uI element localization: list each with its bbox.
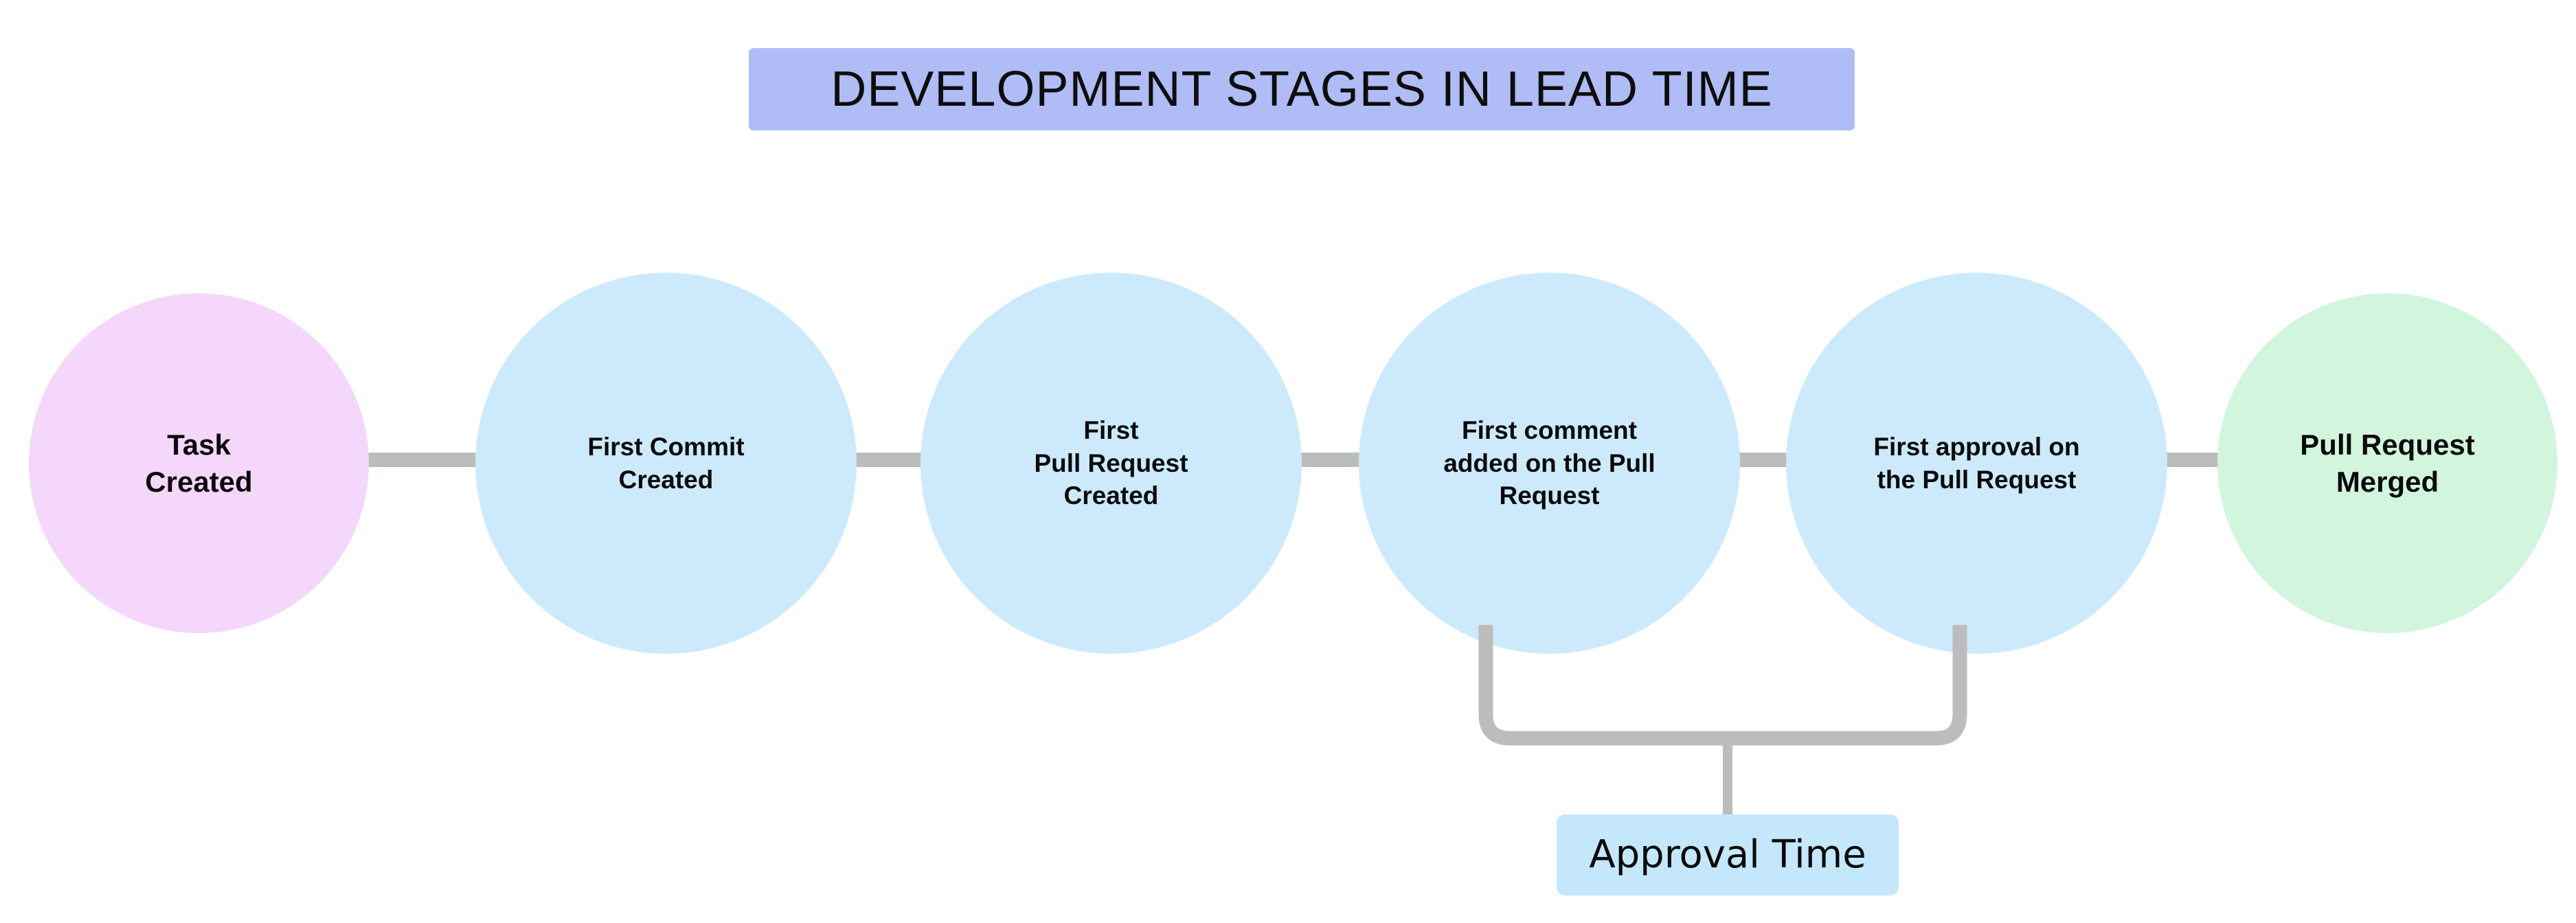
node-pull-request-merged[interactable]: Pull Request Merged (2217, 293, 2557, 633)
node-first-commit-created[interactable]: First Commit Created (475, 273, 857, 654)
node-first-comment-on-pull-request[interactable]: First comment added on the Pull Request (1359, 273, 1740, 654)
approval-time-label: Approval Time (1589, 832, 1866, 877)
node-first-pull-request-created[interactable]: First Pull Request Created (920, 273, 1302, 654)
node-label: First Pull Request Created (1034, 416, 1188, 510)
page-title: DEVELOPMENT STAGES IN LEAD TIME (831, 62, 1773, 117)
node-label: First comment added on the Pull Request (1443, 416, 1656, 510)
diagram-title-box: DEVELOPMENT STAGES IN LEAD TIME (749, 48, 1855, 130)
connector-task-to-commit (362, 453, 480, 467)
approval-time-label-box[interactable]: Approval Time (1557, 814, 1899, 896)
bracket-path (1478, 625, 1967, 746)
node-first-approval-on-pull-request[interactable]: First approval on the Pull Request (1786, 273, 2167, 654)
node-label: First Commit Created (587, 433, 745, 494)
node-label: Pull Request Merged (2300, 428, 2475, 498)
node-label: First approval on the Pull Request (1873, 433, 2080, 494)
node-label: Task Created (145, 428, 253, 498)
node-task-created[interactable]: Task Created (29, 293, 369, 633)
approval-time-bracket (1478, 625, 1967, 817)
